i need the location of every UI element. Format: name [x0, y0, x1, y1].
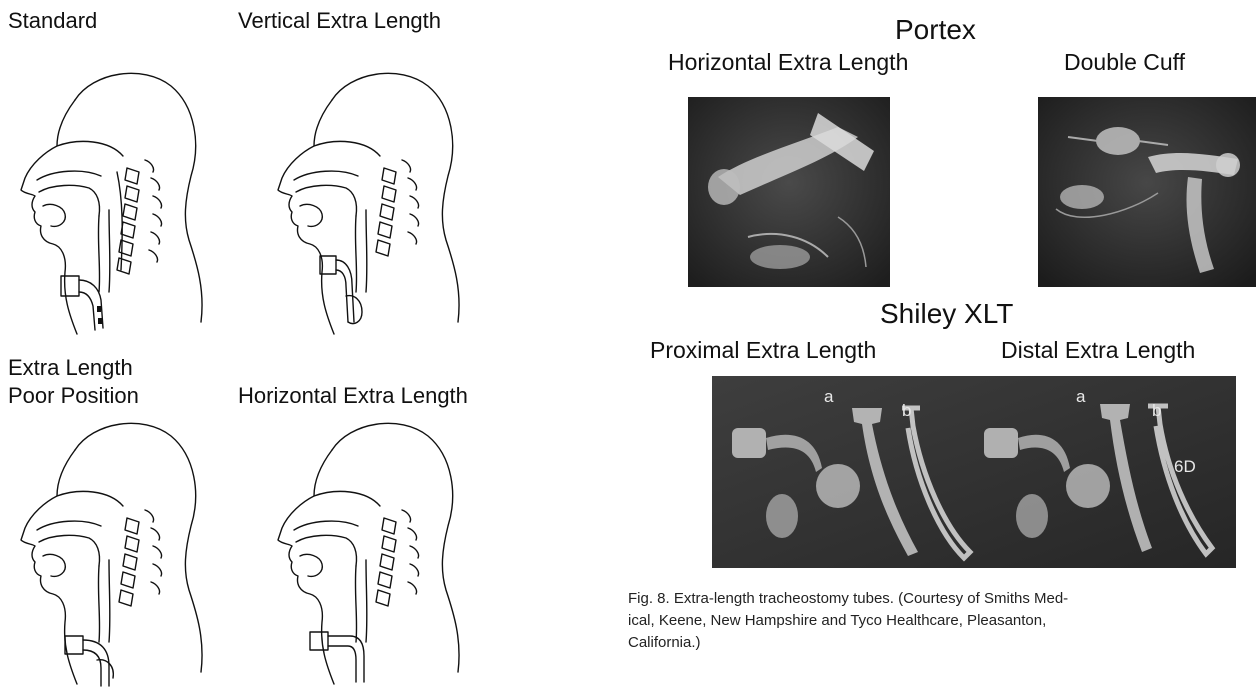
portex-label-double-cuff: Double Cuff	[1064, 48, 1185, 76]
figure-caption: Fig. 8. Extra-length tracheostomy tubes.…	[628, 588, 1258, 654]
shiley-label-proximal-extra-length: Proximal Extra Length	[650, 336, 876, 364]
portex-double-cuff-photo	[1038, 97, 1256, 287]
head-diagram-poor-position	[5, 410, 215, 690]
shiley-xlt-tubes-photo: a b a b 6D	[712, 376, 1236, 568]
label-standard: Standard	[8, 8, 97, 34]
caption-line-3: California.)	[628, 634, 701, 651]
label-poor-position: Poor Position	[8, 383, 139, 409]
portex-title: Portex	[895, 14, 976, 46]
portex-label-horizontal-extra-length: Horizontal Extra Length	[668, 48, 908, 76]
shiley-mark-a-right: a	[1076, 387, 1086, 406]
head-diagram-horizontal-extra-length	[262, 410, 472, 690]
shiley-label-distal-extra-length: Distal Extra Length	[1001, 336, 1195, 364]
shiley-mark-b-right: b	[1152, 401, 1161, 420]
portex-horizontal-tube-photo	[688, 97, 890, 287]
head-diagram-vertical-extra-length	[262, 60, 472, 340]
shiley-size-label: 6D	[1174, 457, 1196, 476]
shiley-mark-b-left: b	[902, 401, 911, 420]
shiley-mark-a-left: a	[824, 387, 834, 406]
label-vertical-extra-length: Vertical Extra Length	[238, 8, 441, 34]
caption-line-2: ical, Keene, New Hampshire and Tyco Heal…	[628, 612, 1046, 629]
caption-line-1: Fig. 8. Extra-length tracheostomy tubes.…	[628, 590, 1068, 607]
label-extra-length: Extra Length	[8, 355, 133, 381]
shiley-title: Shiley XLT	[880, 298, 1013, 330]
head-diagram-standard	[5, 60, 215, 340]
label-horizontal-extra-length: Horizontal Extra Length	[238, 383, 468, 409]
